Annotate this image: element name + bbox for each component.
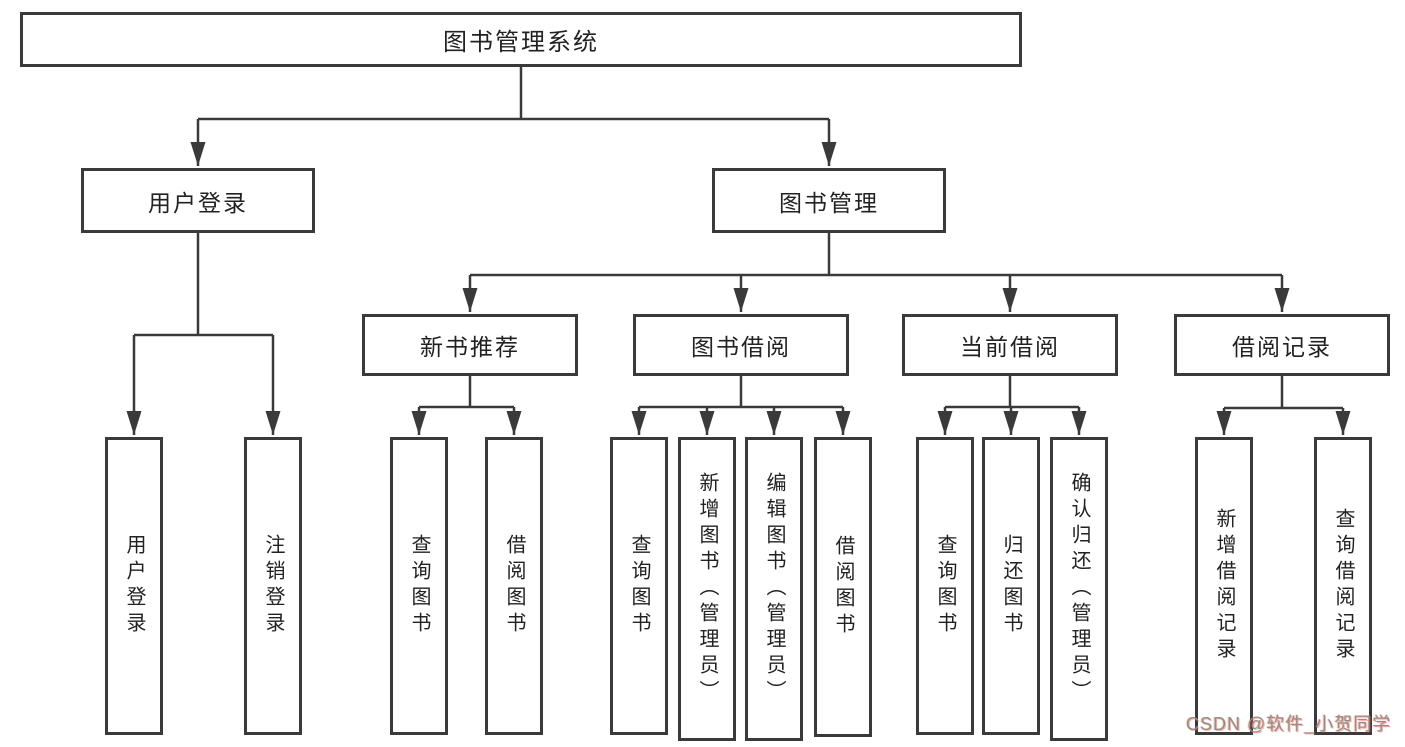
leaf-query-books-borrow: 查询图书 bbox=[610, 437, 668, 735]
wire-root-to-level2 bbox=[190, 67, 837, 166]
leaf-confirm-return-admin: 确认归还（管理员） bbox=[1050, 437, 1108, 741]
leaf-add-borrow-record: 新增借阅记录 bbox=[1195, 437, 1253, 735]
leaf-borrow-book: 借阅图书 bbox=[814, 437, 872, 737]
wire-user-login-children bbox=[126, 233, 281, 435]
wire-borrow-records-children bbox=[1216, 376, 1351, 435]
node-new-book-recommend: 新书推荐 bbox=[362, 314, 578, 376]
wire-new-book-children bbox=[411, 376, 522, 435]
csdn-watermark: CSDN @软件_小贺同学 bbox=[1186, 714, 1392, 734]
wire-current-borrow-children bbox=[937, 376, 1087, 435]
leaf-borrow-book-recommend: 借阅图书 bbox=[485, 437, 543, 735]
leaf-edit-book-admin: 编辑图书（管理员） bbox=[745, 437, 803, 741]
leaf-user-login: 用户登录 bbox=[105, 437, 163, 735]
wire-book-borrow-children bbox=[631, 376, 851, 435]
node-book-borrow: 图书借阅 bbox=[633, 314, 849, 376]
leaf-return-book: 归还图书 bbox=[982, 437, 1040, 735]
node-user-login: 用户登录 bbox=[81, 168, 315, 233]
leaf-query-books-current: 查询图书 bbox=[916, 437, 974, 735]
node-book-management: 图书管理 bbox=[712, 168, 946, 233]
leaf-query-borrow-record: 查询借阅记录 bbox=[1314, 437, 1372, 735]
wire-book-management-children bbox=[462, 233, 1290, 312]
leaf-logout: 注销登录 bbox=[244, 437, 302, 735]
node-current-borrow: 当前借阅 bbox=[902, 314, 1118, 376]
node-system-root: 图书管理系统 bbox=[20, 12, 1022, 67]
node-borrow-records: 借阅记录 bbox=[1174, 314, 1390, 376]
leaf-query-books-recommend: 查询图书 bbox=[390, 437, 448, 735]
leaf-add-book-admin: 新增图书（管理员） bbox=[678, 437, 736, 741]
